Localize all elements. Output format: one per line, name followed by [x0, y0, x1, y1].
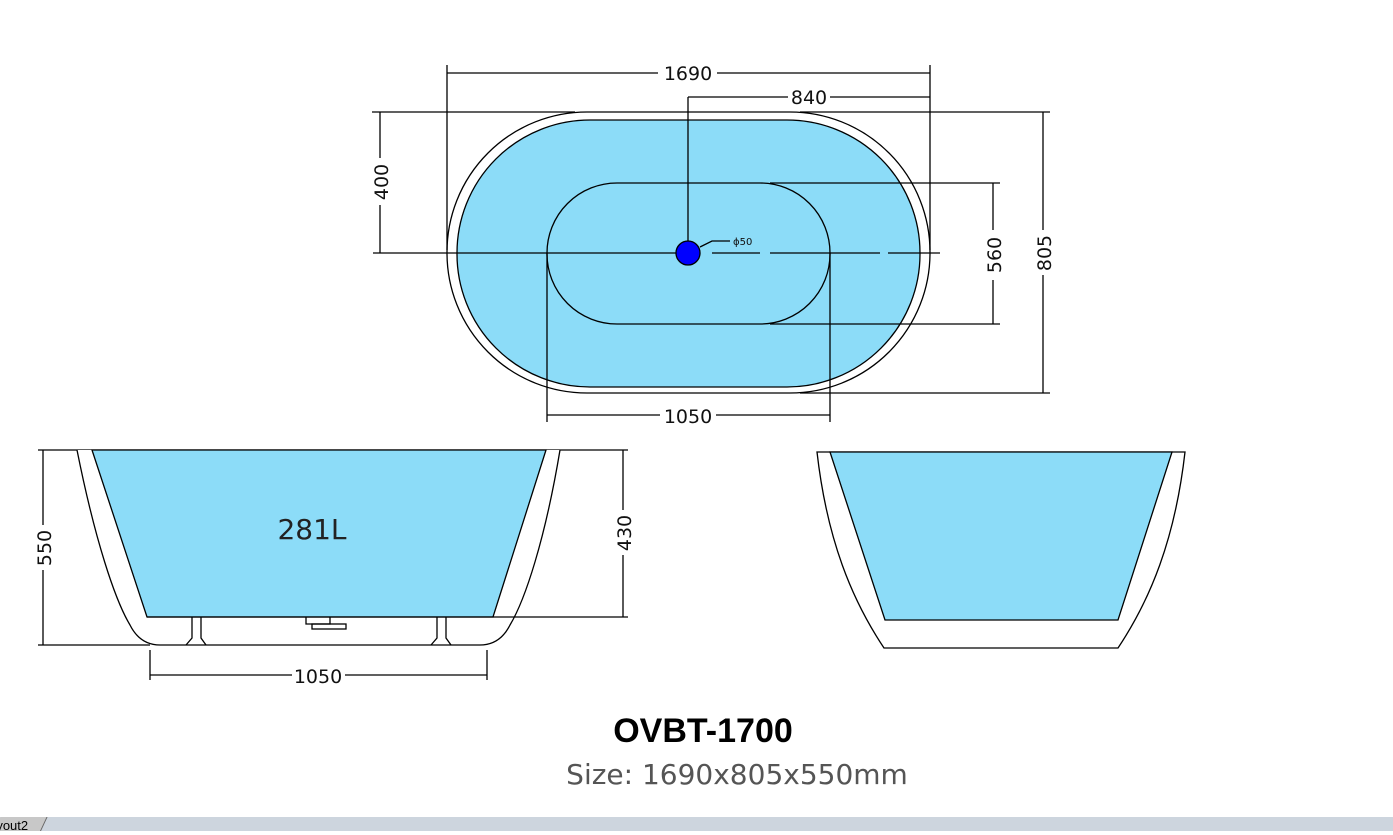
size-label: Size: 1690x805x550mm — [566, 758, 908, 791]
dim-inner-length: 1050 — [664, 406, 712, 428]
drain-icon — [675, 240, 701, 266]
layout-tab-label: yout2 — [0, 818, 29, 833]
capacity-label: 281L — [277, 513, 346, 546]
end-view — [816, 451, 1186, 649]
drain-diameter-label: ϕ50 — [733, 237, 752, 248]
dim-height: 550 — [34, 530, 56, 566]
model-title: OVBT-1700 — [613, 712, 793, 750]
layout-tab[interactable]: yout2 — [0, 817, 48, 833]
dim-inner-width: 560 — [984, 237, 1006, 273]
dim-base-length: 1050 — [294, 666, 342, 688]
layout-tab-bar: yout2 — [0, 817, 1393, 833]
dim-water-depth: 430 — [614, 515, 636, 551]
top-view — [372, 65, 1050, 422]
dim-length: 1690 — [664, 63, 712, 85]
dim-half-length: 840 — [791, 87, 827, 109]
drawing-canvas[interactable]: 1690 840 400 560 805 1050 ϕ50 281L 550 4… — [0, 0, 1393, 817]
side-view — [38, 449, 628, 680]
dim-drain-offset: 400 — [371, 164, 393, 200]
dim-width: 805 — [1034, 235, 1056, 271]
